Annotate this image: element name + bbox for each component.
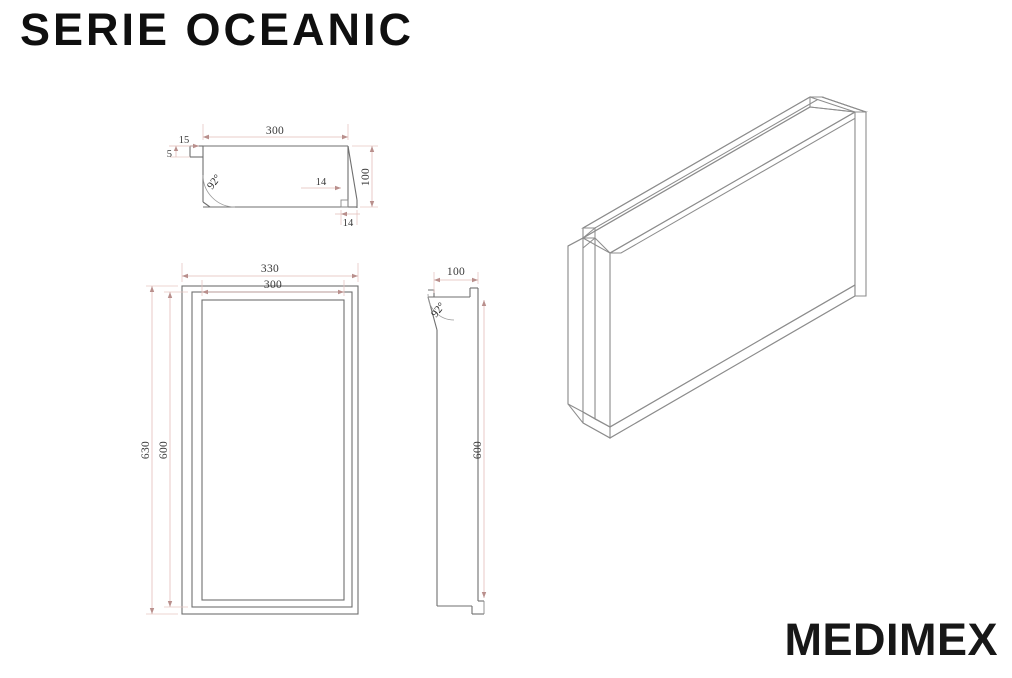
iso-left-outer-wall [567,237,584,413]
page-title: SERIE OCEANIC [20,4,415,55]
svg-text:100: 100 [360,168,372,186]
svg-text:14: 14 [316,177,327,188]
corner-mark [340,199,349,208]
iso-left-wall-front [582,237,596,420]
view-side-section: 92° 100 600 [427,266,487,615]
angle-label-top-section: 92° [205,172,224,192]
side-section-profile [427,287,485,615]
svg-text:630: 630 [140,441,152,459]
dim-630-front: 630 [140,285,178,615]
view-top-cross-section: 92° 300 15 [167,124,378,229]
dim-600-front: 600 [158,291,188,608]
dim-300-front: 300 [201,279,345,296]
dim-5-top-section: 5 [167,145,190,160]
iso-right-wall [854,111,867,297]
svg-text:92°: 92° [429,300,448,320]
brand-logo: MEDIMEX [784,614,998,665]
svg-text:300: 300 [266,125,284,137]
angle-label-side-section: 92° [429,300,448,320]
svg-text:330: 330 [261,263,279,275]
dim-14-horizontal-top-section: 14 [301,177,341,191]
svg-text:300: 300 [264,279,282,291]
iso-left-inner-wall [594,236,611,428]
dim-330-front: 330 [181,263,359,282]
front-outer-rect [181,285,359,615]
iso-outline [567,96,867,439]
svg-text:100: 100 [447,266,465,278]
dim-100-side: 100 [433,266,479,293]
angle-arc-top-section [202,174,236,208]
svg-text:15: 15 [179,135,190,146]
front-middle-rect [191,291,353,608]
svg-text:14: 14 [343,218,354,229]
front-inner-rect [201,299,345,601]
svg-text:600: 600 [158,441,170,459]
dim-14-bottom-top-section: 14 [335,210,360,229]
view-isometric-3d [567,96,868,439]
dim-100-top-section: 100 [352,145,378,208]
dim-300-top-section: 300 [202,124,349,140]
svg-text:5: 5 [167,149,172,160]
svg-text:92°: 92° [205,172,224,192]
angle-arc-side-section [427,293,455,321]
dim-600-side: 600 [472,300,487,598]
svg-text:600: 600 [472,441,484,459]
view-front-elevation: 330 300 630 [140,263,359,615]
